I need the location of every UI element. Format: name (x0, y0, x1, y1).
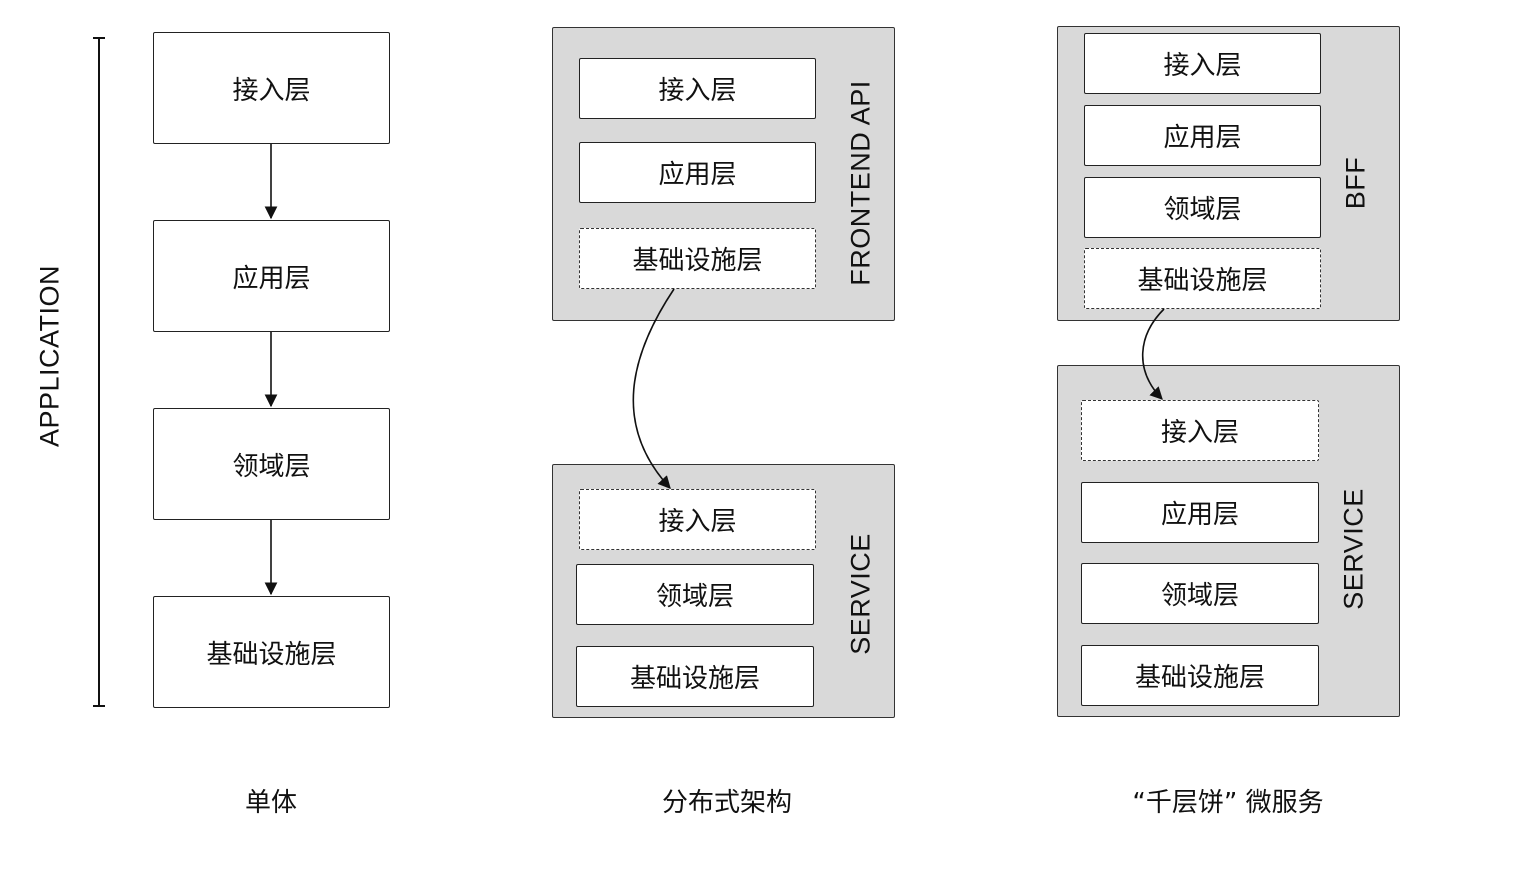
microservices-caption: “千层饼” 微服务 (1132, 788, 1324, 818)
service-label: SERVICE (845, 533, 876, 655)
micro-service-infrastructure-layer: 基础设施层 (1081, 645, 1319, 706)
service-access-layer: 接入层 (579, 489, 816, 550)
micro-service-application-layer: 应用层 (1081, 482, 1319, 543)
bff-label: BFF (1340, 156, 1371, 210)
service-domain-layer: 领域层 (576, 564, 814, 625)
bff-infrastructure-layer: 基础设施层 (1084, 248, 1321, 309)
frontend-access-layer: 接入层 (579, 58, 816, 119)
monolith-access-layer: 接入层 (153, 32, 390, 144)
frontend-application-layer: 应用层 (579, 142, 816, 203)
micro-service-label: SERVICE (1338, 488, 1369, 610)
micro-service-domain-layer: 领域层 (1081, 563, 1319, 624)
monolith-infrastructure-layer: 基础设施层 (153, 596, 390, 708)
application-bracket (93, 37, 105, 707)
distributed-caption: 分布式架构 (661, 788, 793, 818)
service-infrastructure-layer: 基础设施层 (576, 646, 814, 707)
bff-domain-layer: 领域层 (1084, 177, 1321, 238)
frontend-api-label: FRONTEND API (845, 80, 876, 286)
frontend-infrastructure-layer: 基础设施层 (579, 228, 816, 289)
bff-application-layer: 应用层 (1084, 105, 1321, 166)
monolith-domain-layer: 领域层 (153, 408, 390, 520)
micro-service-access-layer: 接入层 (1081, 400, 1319, 461)
application-label: APPLICATION (34, 264, 65, 448)
monolith-caption: 单体 (244, 788, 298, 818)
bff-access-layer: 接入层 (1084, 33, 1321, 94)
monolith-application-layer: 应用层 (153, 220, 390, 332)
